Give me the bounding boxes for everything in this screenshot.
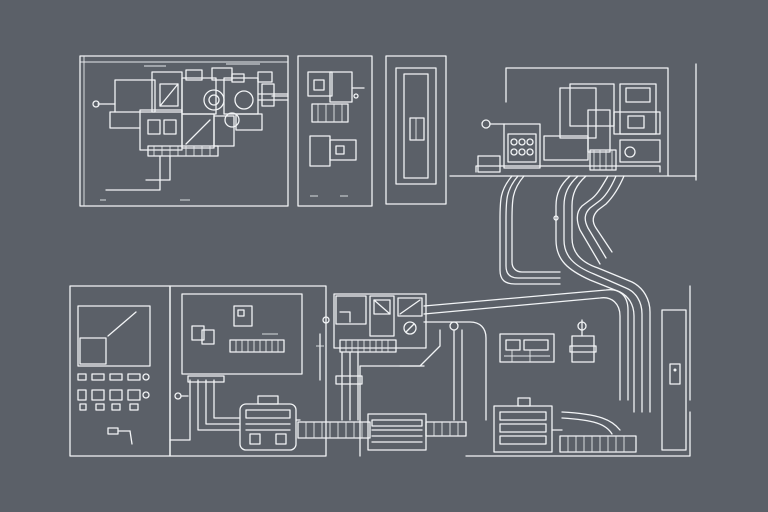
- panel-bottom-center: [322, 289, 629, 457]
- control-buttons: [77, 373, 150, 411]
- panel-bottom-main: [169, 285, 371, 457]
- pipe-bundle: [499, 175, 651, 413]
- panel-top-middle: [297, 55, 373, 207]
- machinery-cluster: [92, 63, 289, 191]
- panel-top-left: [79, 55, 289, 207]
- panel-bottom-right: [465, 285, 691, 457]
- panel-top-right: [449, 63, 697, 181]
- panel-cabinet: [385, 55, 447, 205]
- tank: [239, 395, 297, 451]
- panel-bottom-left: [69, 285, 171, 457]
